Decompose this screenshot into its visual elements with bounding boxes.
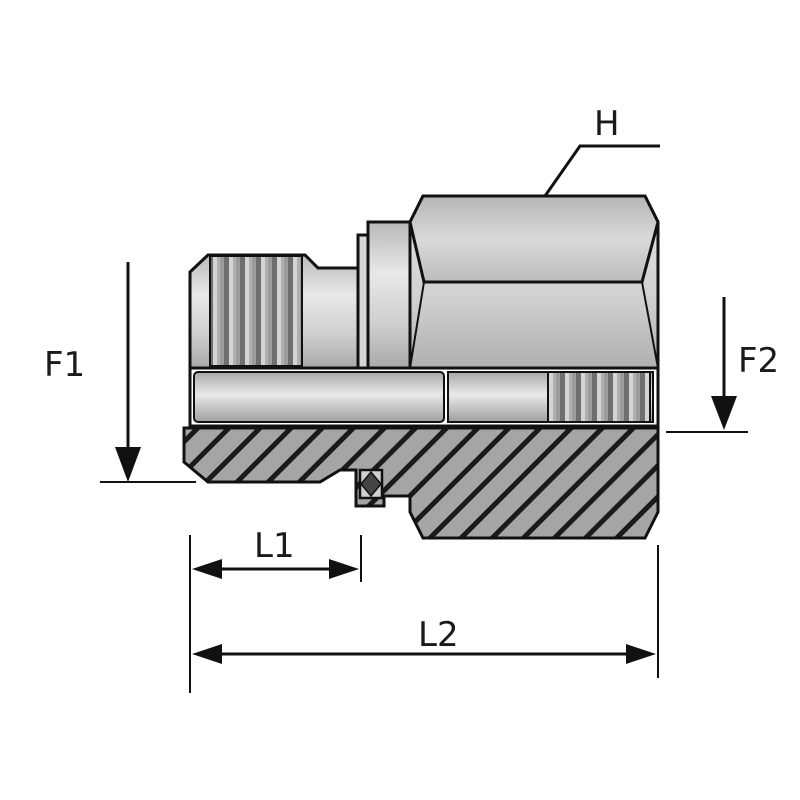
length-short-dimension: L1 [189,526,362,693]
hex-body [408,194,660,370]
hex-size-leader: H [543,104,660,197]
hex-size-label: H [594,104,620,144]
section-hatched-half [182,426,660,540]
length-total-label: L2 [418,615,459,655]
length-short-label: L1 [254,526,295,566]
length-total-dimension: L2 [192,545,659,678]
collar-ring [356,220,412,370]
thread-male-label: F1 [44,345,85,385]
thread-male-dimension: F1 [44,262,196,483]
male-thread-end [188,253,362,370]
thread-female-dimension: F2 [666,297,779,433]
thread-female-label: F2 [738,341,779,381]
bore-passage [188,366,660,428]
